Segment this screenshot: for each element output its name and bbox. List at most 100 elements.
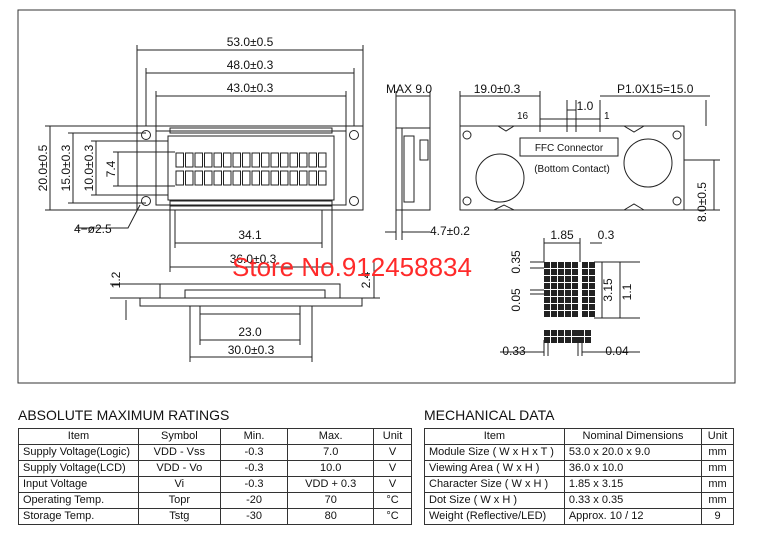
- pixel-dot: [551, 311, 557, 317]
- pixel-dot: [572, 290, 578, 296]
- table-cell: 70: [287, 492, 375, 509]
- character-cell: [270, 170, 279, 186]
- character-cell: [299, 152, 308, 168]
- pixel-dot: [565, 290, 571, 296]
- store-watermark: Store No.912458834: [232, 252, 472, 282]
- pixel-dot: [589, 290, 595, 296]
- pixel-dot: [544, 269, 550, 275]
- character-cell: [232, 152, 241, 168]
- pixel-dot: [565, 283, 571, 289]
- character-cell: [242, 170, 251, 186]
- pixel-dot: [565, 262, 571, 268]
- pixel-dot: [572, 262, 578, 268]
- pixel-dot: [551, 283, 557, 289]
- table-cell: mm: [701, 460, 734, 477]
- pixel-dot: [551, 262, 557, 268]
- pixel-dot: [544, 330, 550, 336]
- pixel-dot: [582, 304, 588, 310]
- dim-module-height: 20.0±0.5: [36, 144, 50, 191]
- dim-0-3: 0.3: [598, 228, 615, 242]
- table-cell: Vi: [137, 476, 221, 493]
- dim-connector-offset: 19.0±0.3: [474, 82, 521, 96]
- table-cell: Weight (Reflective/LED): [424, 508, 565, 525]
- character-cell: [223, 152, 232, 168]
- pixel-dot: [551, 304, 557, 310]
- pixel-dot: [589, 304, 595, 310]
- table-cell: -0.3: [219, 444, 289, 461]
- column-header: Item: [424, 428, 565, 445]
- pixel-dot: [565, 330, 571, 336]
- table-cell: Viewing Area ( W x H ): [424, 460, 565, 477]
- dim-pitch-one: 1.0: [577, 99, 594, 113]
- character-cell-grid: [175, 152, 327, 186]
- pixel-dot: [558, 290, 564, 296]
- side-view-body: [395, 127, 431, 211]
- dim-bezel-width: 48.0±0.3: [227, 58, 274, 72]
- pixel-dot: [558, 337, 564, 343]
- column-header: Unit: [373, 428, 412, 445]
- pixel-dot: [589, 262, 595, 268]
- table-cell: VDD + 0.3: [287, 476, 375, 493]
- pixel-dot: [558, 330, 564, 336]
- table-cell: mm: [701, 444, 734, 461]
- epoxy-blob-icon: [475, 153, 525, 203]
- pixel-dot: [558, 304, 564, 310]
- table-cell: °C: [373, 508, 412, 525]
- ffc-connector: [519, 137, 619, 157]
- table-cell: V: [373, 460, 412, 477]
- column-header: Symbol: [137, 428, 221, 445]
- table-cell: 80: [287, 508, 375, 525]
- mech-data-title: MECHANICAL DATA: [424, 407, 555, 423]
- pixel-dot: [558, 297, 564, 303]
- table-cell: Supply Voltage(LCD): [18, 460, 139, 477]
- drawing-frame: [17, 9, 736, 384]
- pixel-dot: [582, 276, 588, 282]
- mechanical-drawing: 53.0±0.5 48.0±0.3 43.0±0.3 20.0±0.5 15.0…: [17, 9, 736, 384]
- pixel-dot: [585, 337, 591, 343]
- table-cell: 9: [701, 508, 734, 525]
- character-cell: [289, 152, 298, 168]
- pixel-dot: [585, 330, 591, 336]
- table-cell: Operating Temp.: [18, 492, 139, 509]
- dim-bezel-height: 15.0±0.3: [59, 144, 73, 191]
- pixel-dot: [572, 330, 578, 336]
- character-cell: [204, 170, 213, 186]
- table-cell: Module Size ( W x H x T ): [424, 444, 565, 461]
- table-cell: 53.0 x 20.0 x 9.0: [563, 444, 703, 461]
- pixel-dot: [589, 276, 595, 282]
- pixel-dot: [572, 269, 578, 275]
- pixel-dot: [582, 269, 588, 275]
- dim-holes: 4−ø2.5: [74, 222, 112, 236]
- pixel-dot: [572, 297, 578, 303]
- character-cell: [194, 152, 203, 168]
- dim-1-85: 1.85: [550, 228, 574, 242]
- mount-hole-icon: [349, 196, 359, 206]
- dim-1-1: 1.1: [620, 283, 634, 300]
- character-cell: [175, 170, 184, 186]
- character-cell: [232, 170, 241, 186]
- pixel-dot: [551, 297, 557, 303]
- character-cell: [242, 152, 251, 168]
- pixel-dot: [558, 262, 564, 268]
- pixel-dot: [582, 283, 588, 289]
- pixel-dot: [551, 276, 557, 282]
- character-cell: [289, 170, 298, 186]
- mount-hole-icon: [141, 130, 151, 140]
- character-cell: [213, 170, 222, 186]
- table-cell: 0.33 x 0.35: [563, 492, 703, 509]
- pin-16-label: 16: [517, 111, 529, 122]
- table-cell: -30: [219, 508, 289, 525]
- character-cell: [318, 170, 327, 186]
- dim-0-04: 0.04: [605, 344, 629, 358]
- table-cell: mm: [701, 492, 734, 509]
- dim-module-width: 53.0±0.5: [227, 35, 274, 49]
- abs-ratings-title: ABSOLUTE MAXIMUM RATINGS: [18, 407, 230, 423]
- character-cell: [308, 152, 317, 168]
- dim-view-width-2: 36.0±0.3: [230, 252, 277, 266]
- pixel-dot: [572, 276, 578, 282]
